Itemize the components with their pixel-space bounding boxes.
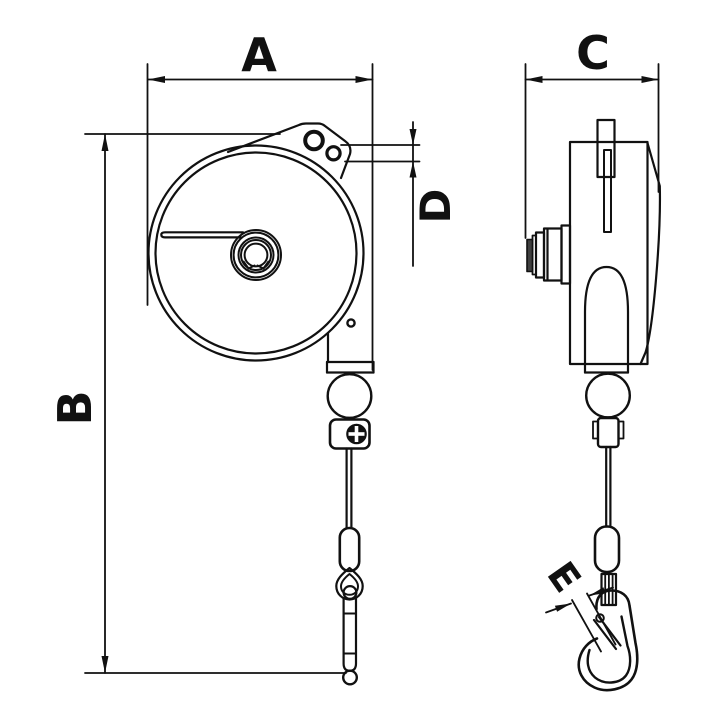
- hub-ring-1: [230, 229, 282, 281]
- hub-notch-left: [242, 260, 256, 270]
- snap-hook-outer: [577, 589, 639, 692]
- dim-b-arrow-top: [101, 134, 109, 151]
- dim-c-arrow-left: [525, 76, 543, 83]
- hub-ring-4: [240, 239, 272, 271]
- dim-e-arrow-right: [589, 587, 606, 596]
- hook-latch-pivot: [595, 613, 605, 623]
- dimension-c: [524, 63, 660, 239]
- hanger-tab: [596, 118, 616, 179]
- clamp-ear-left: [592, 420, 599, 440]
- cable-ferrule-side: [593, 525, 621, 574]
- hook-shank-edge-view: [342, 596, 358, 672]
- dim-d-arrow-bottom: [409, 161, 417, 178]
- dim-a-arrow-left: [148, 76, 165, 83]
- clamp-ear-right: [617, 420, 625, 440]
- snap-hook-inner: [586, 615, 632, 684]
- swivel-ball-front: [326, 373, 373, 420]
- screw-cross-horizontal: [348, 432, 365, 436]
- hub-notch-right: [256, 260, 270, 270]
- cable-outlet-block: [325, 331, 375, 374]
- knob-ring: [534, 231, 546, 279]
- drum-hub: [230, 229, 282, 281]
- dim-d-arrow-top: [409, 129, 417, 145]
- hub-bore: [243, 242, 269, 268]
- dimension-e: [545, 586, 617, 653]
- dim-e-arrow-left: [554, 603, 571, 612]
- outlet-dome: [583, 265, 630, 374]
- knob-flange: [560, 224, 572, 285]
- knob-end-cap: [526, 238, 534, 273]
- body-housing: [568, 140, 649, 366]
- dim-b-arrow-bottom: [101, 656, 109, 673]
- hub-ring-2: [232, 231, 280, 279]
- phillips-screw-icon: [346, 423, 367, 445]
- hook-tip-front: [342, 669, 359, 686]
- drum-rivet-dot: [346, 318, 356, 328]
- dimension-a: [146, 63, 374, 371]
- spring-lever-arm: [160, 231, 245, 239]
- dim-e-ext-1: [571, 599, 602, 653]
- snap-hook-side: [577, 589, 639, 692]
- cable-swage-front: [338, 526, 361, 573]
- clamp-body-side: [596, 416, 620, 449]
- indicator-slot: [603, 149, 612, 233]
- dim-c-arrow-right: [641, 76, 659, 83]
- dim-label-b: B: [48, 390, 102, 426]
- dimension-b: [84, 133, 347, 674]
- hook-eye-front: [342, 584, 358, 600]
- dim-label-a: A: [241, 28, 277, 82]
- cable-clamp-side: [592, 416, 625, 449]
- bracket-hole-small: [325, 145, 342, 162]
- screw-head-outline: [346, 423, 367, 445]
- body-right-bulge: [639, 141, 662, 366]
- adjuster-knob: [526, 224, 572, 285]
- dim-e-ext-2: [586, 592, 617, 646]
- dim-a-arrow-right: [355, 76, 373, 83]
- swivel-ball-side: [585, 372, 632, 419]
- front-view: [147, 122, 375, 686]
- thimble-loop-inner: [340, 573, 359, 596]
- dimension-d: [340, 121, 421, 267]
- mounting-bracket-outline: [226, 122, 352, 180]
- drum-outer-rim: [147, 144, 365, 362]
- hub-ring-3: [237, 236, 275, 274]
- dim-label-c: C: [576, 26, 610, 80]
- cable-clamp-front: [328, 418, 371, 450]
- bracket-hole-large: [303, 129, 325, 152]
- dim-label-d: D: [411, 188, 460, 224]
- drum-inner-rim: [154, 151, 358, 355]
- hook-latch-line-1: [592, 618, 618, 651]
- side-view: [526, 118, 662, 692]
